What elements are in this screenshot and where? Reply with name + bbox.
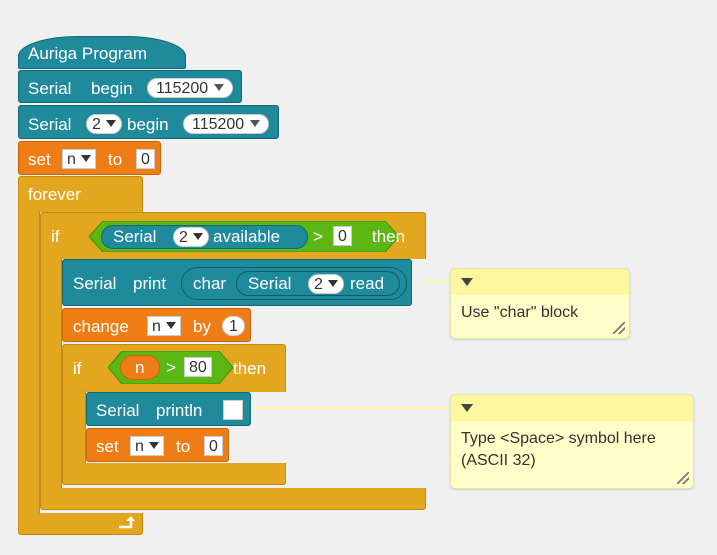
chevron-down-icon	[165, 322, 176, 329]
set-label: set	[28, 150, 51, 169]
serial-label: Serial	[96, 401, 140, 420]
set-variable-block[interactable]: set n to 0	[18, 141, 161, 175]
begin-label: begin	[127, 115, 169, 134]
chevron-down-icon	[148, 442, 159, 449]
set-value-input[interactable]: 0	[204, 436, 223, 456]
begin-label: begin	[91, 79, 133, 98]
serial-port-dropdown[interactable]: 2	[86, 114, 122, 134]
comment-link-1	[424, 281, 450, 283]
forever-block-footer[interactable]	[18, 513, 143, 535]
resize-grip-icon[interactable]	[613, 322, 625, 334]
baud-value: 115200	[156, 80, 209, 97]
operator-label: >	[313, 227, 323, 246]
char-label: char	[193, 274, 227, 293]
println-value-input[interactable]	[223, 400, 243, 420]
forever-label: forever	[28, 185, 81, 204]
then-label: then	[372, 227, 406, 246]
variable-name: n	[135, 358, 145, 377]
collapse-triangle-icon[interactable]	[461, 404, 473, 412]
serial-available-reporter[interactable]: Serial 2 available	[101, 225, 308, 249]
comment-text: Use "char" block	[461, 304, 579, 321]
serial2-begin-block[interactable]: Serial 2 begin 115200	[18, 105, 279, 139]
serial-port-dropdown[interactable]: 2	[173, 227, 209, 247]
serial-label: Serial	[28, 115, 72, 134]
comment-header[interactable]	[451, 395, 693, 421]
comment-note-char[interactable]: Use "char" block	[450, 268, 630, 339]
variable-name: n	[135, 438, 144, 455]
if-block-arm	[40, 258, 62, 489]
set-variable-block[interactable]: set n to 0	[86, 428, 229, 462]
compare-value-input[interactable]: 80	[184, 357, 212, 377]
to-label: to	[108, 150, 123, 169]
collapse-triangle-icon[interactable]	[461, 278, 473, 286]
if-block-available[interactable]: if Serial 2 available > 0 then	[40, 212, 426, 259]
by-label: by	[193, 317, 211, 336]
serial-port-dropdown[interactable]: 2	[308, 274, 344, 294]
if-block-arm	[62, 391, 86, 464]
variable-name: n	[152, 318, 161, 335]
chevron-down-icon	[80, 155, 91, 162]
print-label: print	[133, 274, 167, 293]
comment-text-line2: (ASCII 32)	[461, 452, 536, 469]
char-reporter[interactable]: char Serial 2 read	[181, 267, 407, 300]
forever-block[interactable]: forever	[18, 176, 143, 212]
set-value-input[interactable]: 0	[136, 149, 155, 169]
serial-label: Serial	[73, 274, 117, 293]
serial-label: Serial	[113, 227, 157, 246]
resize-grip-icon[interactable]	[677, 472, 689, 484]
if-block-footer	[40, 488, 426, 510]
comment-text-line1: Type <Space> symbol here	[461, 430, 656, 447]
hat-label: Auriga Program	[28, 44, 148, 63]
serial-read-reporter[interactable]: Serial 2 read	[236, 271, 400, 296]
read-label: read	[350, 274, 385, 293]
baud-value: 115200	[192, 116, 245, 133]
variable-dropdown[interactable]: n	[147, 316, 181, 336]
serial-label: Serial	[28, 79, 72, 98]
comment-note-space[interactable]: Type <Space> symbol here (ASCII 32)	[450, 394, 694, 489]
operator-label: >	[166, 358, 176, 377]
comment-link-2	[252, 407, 450, 409]
port-value: 2	[179, 229, 188, 246]
variable-name: n	[67, 151, 76, 168]
comment-header[interactable]	[451, 269, 629, 295]
serial-label: Serial	[248, 274, 292, 293]
port-value: 2	[314, 276, 323, 293]
chevron-down-icon	[105, 120, 116, 127]
chevron-down-icon	[192, 233, 203, 240]
if-block-greater-than[interactable]: if n > 80 then	[62, 344, 286, 392]
set-label: set	[96, 437, 119, 456]
variable-dropdown[interactable]: n	[130, 436, 164, 456]
change-label: change	[73, 317, 129, 336]
greater-than-condition[interactable]: n > 80	[108, 351, 233, 384]
if-block-footer	[62, 463, 286, 485]
to-label: to	[176, 437, 191, 456]
serial-println-block[interactable]: Serial println	[86, 392, 251, 426]
change-value-input[interactable]: 1	[222, 316, 245, 336]
chevron-down-icon	[327, 280, 338, 287]
baud-rate-dropdown[interactable]: 115200	[183, 114, 270, 134]
if-label: if	[73, 359, 82, 378]
greater-than-condition[interactable]: Serial 2 available > 0	[89, 221, 399, 252]
loop-arrow-icon	[119, 516, 135, 529]
chevron-down-icon	[250, 120, 261, 127]
serial-begin-block[interactable]: Serial begin 115200	[18, 70, 242, 103]
compare-value-input[interactable]: 0	[333, 226, 352, 246]
chevron-down-icon	[214, 84, 225, 91]
baud-rate-dropdown[interactable]: 115200	[147, 78, 234, 98]
hat-block-auriga-program[interactable]: Auriga Program	[18, 36, 186, 69]
forever-block-arm	[18, 211, 40, 514]
serial-print-block[interactable]: Serial print char Serial 2 read	[62, 259, 412, 306]
port-value: 2	[92, 116, 101, 133]
then-label: then	[233, 359, 267, 378]
variable-reporter[interactable]: n	[120, 355, 160, 380]
if-label: if	[51, 227, 60, 246]
available-label: available	[213, 227, 281, 246]
variable-dropdown[interactable]: n	[62, 149, 96, 169]
change-variable-block[interactable]: change n by 1	[62, 308, 251, 342]
println-label: println	[156, 401, 203, 420]
